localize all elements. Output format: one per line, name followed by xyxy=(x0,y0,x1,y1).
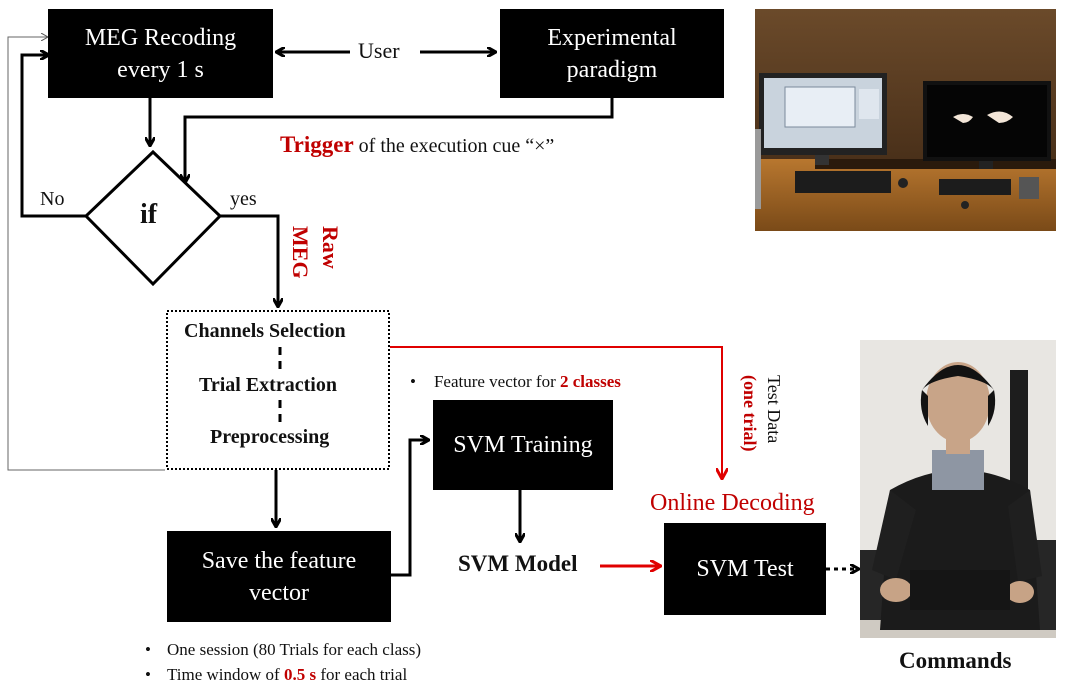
save-feature-line2: vector xyxy=(249,579,309,606)
android-photo-illustration xyxy=(860,340,1056,638)
svm-test-label: SVM Test xyxy=(696,556,794,582)
meg-recording-line1: MEG Recoding xyxy=(84,24,237,51)
svm-training-box: SVM Training xyxy=(433,400,613,490)
one-trial-text: (one trial) xyxy=(740,375,760,452)
no-branch-line xyxy=(20,55,86,218)
no-label: No xyxy=(40,188,65,210)
trigger-arrow xyxy=(185,98,614,182)
raw-meg-label: Raw MEG xyxy=(285,226,345,279)
save-to-training-arrow xyxy=(390,440,428,577)
save-feature-line1: Save the feature xyxy=(201,547,357,574)
commands-label: Commands xyxy=(899,648,1012,673)
test-data-text: Test Data xyxy=(764,375,784,444)
svm-test-box: SVM Test xyxy=(664,523,826,615)
if-diamond xyxy=(83,149,223,287)
note-session: • One session (80 Trials for each class) xyxy=(145,640,421,660)
raw-meg-line2: MEG xyxy=(288,226,313,279)
trial-extraction-label: Trial Extraction xyxy=(199,374,337,396)
paradigm-line2: paradigm xyxy=(566,56,658,83)
channels-selection-label: Channels Selection xyxy=(184,320,346,342)
note-window: • Time window of 0.5 s for each trial xyxy=(145,665,407,685)
paradigm-box: Experimental paradigm xyxy=(500,9,724,98)
preprocessing-label: Preprocessing xyxy=(210,426,330,448)
test-data-arrow xyxy=(390,346,722,478)
raw-meg-line1: Raw xyxy=(318,226,343,269)
svm-training-label: SVM Training xyxy=(453,432,593,458)
if-label: if xyxy=(140,199,158,230)
lab-photo xyxy=(755,9,1056,231)
note-window-pre: Time window of xyxy=(167,665,284,684)
test-data-label: Test Data (one trial) xyxy=(738,375,786,451)
yes-branch-arrow xyxy=(220,214,278,306)
note-session-text: One session (80 Trials for each class) xyxy=(167,640,422,659)
meg-recording-line2: every 1 s xyxy=(117,56,204,83)
trigger-rest: of the execution cue “×” xyxy=(353,135,555,157)
bullet-dot-2: • xyxy=(145,665,151,684)
feature-bullet: • xyxy=(410,372,416,391)
feature-vector-note: • Feature vector for 2 classes xyxy=(410,372,621,392)
yes-label: yes xyxy=(230,188,257,210)
bullet-dot-1: • xyxy=(145,640,151,659)
note-window-value: 0.5 s xyxy=(283,665,317,684)
user-label: User xyxy=(358,38,400,63)
loop-line xyxy=(7,37,165,471)
svm-model-label: SVM Model xyxy=(458,551,578,576)
processing-box-border xyxy=(166,310,390,470)
lab-photo-illustration xyxy=(755,9,1056,231)
trigger-word: Trigger xyxy=(280,132,354,157)
trigger-label: Trigger of the execution cue “×” xyxy=(280,132,554,158)
paradigm-line1: Experimental xyxy=(547,24,677,51)
save-feature-box: Save the feature vector xyxy=(167,531,391,622)
feature-vector-classes: 2 classes xyxy=(559,372,621,391)
android-photo xyxy=(860,340,1056,638)
meg-recording-box: MEG Recoding every 1 s xyxy=(48,9,273,98)
note-window-post: for each trial xyxy=(316,665,408,684)
feature-vector-text: Feature vector for xyxy=(433,372,560,391)
online-decoding-label: Online Decoding xyxy=(650,490,815,516)
